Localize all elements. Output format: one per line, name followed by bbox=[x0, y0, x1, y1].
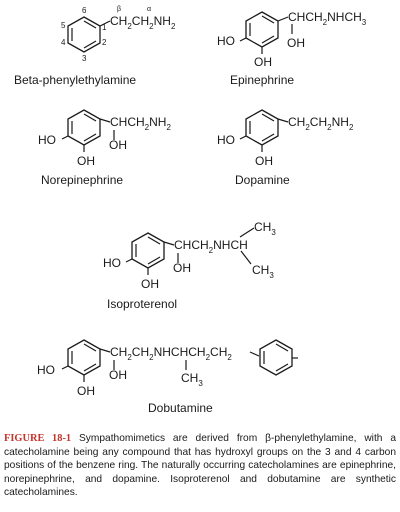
hydroxyl-3: OH bbox=[77, 154, 95, 168]
epinephrine-structure: CHCH2NHCH3 HO OH OH Epinephrine bbox=[217, 10, 367, 87]
norepinephrine-structure: CHCH2NH2 HO OH OH Norepinephrine bbox=[38, 109, 171, 187]
alpha-label: α bbox=[147, 6, 151, 13]
benzene-ring bbox=[67, 16, 101, 53]
hydroxyl-4: HO bbox=[37, 363, 55, 377]
hydroxyl-beta: OH bbox=[287, 36, 305, 50]
hydroxyl-3: OH bbox=[77, 384, 95, 398]
phenol-ring bbox=[259, 339, 293, 376]
methyl-bottom: CH3 bbox=[181, 371, 203, 388]
dopamine-structure: CH2CH2NH2 HO OH Dopamine bbox=[217, 109, 354, 187]
ring-position-1: 1 bbox=[102, 23, 107, 32]
structures-figure: 6 1 2 3 4 5 β α CH2CH2NH2 Beta-phenyleth… bbox=[14, 6, 367, 415]
figure-caption: FIGURE 18-1 Sympathomimetics are derived… bbox=[4, 432, 396, 500]
compound-name: Beta-phenylethylamine bbox=[14, 73, 136, 87]
benzene-ring bbox=[245, 11, 279, 48]
compound-name: Epinephrine bbox=[230, 73, 294, 87]
hydroxyl-beta: OH bbox=[109, 368, 127, 382]
ring-position-5: 5 bbox=[61, 21, 66, 30]
hydroxyl-4: HO bbox=[217, 34, 235, 48]
isoproterenol-structure: CHCH2NHCH CH3 CH3 HO OH OH Isoproterenol bbox=[103, 220, 276, 311]
side-chain: CHCH2NH2 bbox=[110, 115, 171, 132]
benzene-ring bbox=[131, 232, 165, 269]
methyl-bottom: CH3 bbox=[252, 263, 274, 280]
beta-phenylethylamine-structure: 6 1 2 3 4 5 β α CH2CH2NH2 Beta-phenyleth… bbox=[14, 6, 176, 87]
hydroxyl-4: HO bbox=[217, 133, 235, 147]
dobutamine-structure: CH2CH2NHCHCH2CH2 CH3 HO OH OH Dobutamine bbox=[37, 339, 298, 415]
hydroxyl-beta: OH bbox=[109, 138, 127, 152]
figure-number: FIGURE 18-1 bbox=[4, 433, 72, 444]
caption-text: Sympathomimetics are derived from β-phen… bbox=[4, 433, 396, 499]
compound-name: Isoproterenol bbox=[107, 297, 177, 311]
hydroxyl-3: OH bbox=[255, 154, 273, 168]
hydroxyl-3: OH bbox=[141, 277, 159, 291]
beta-label: β bbox=[117, 6, 121, 13]
hydroxyl-beta: OH bbox=[173, 261, 191, 275]
hydroxyl-4: HO bbox=[103, 256, 121, 270]
side-chain: CHCH2NHCH bbox=[174, 238, 248, 255]
benzene-ring bbox=[245, 109, 279, 146]
benzene-ring bbox=[67, 339, 101, 376]
side-chain: CH2CH2NH2 bbox=[288, 115, 354, 132]
ring-position-4: 4 bbox=[61, 38, 66, 47]
side-chain: CH2CH2NH2 bbox=[110, 14, 176, 31]
methyl-top: CH3 bbox=[254, 220, 276, 237]
side-chain: CHCH2NHCH3 bbox=[288, 10, 367, 27]
side-chain: CH2CH2NHCHCH2CH2 bbox=[110, 345, 232, 362]
ring-position-2: 2 bbox=[102, 38, 107, 47]
compound-name: Dopamine bbox=[235, 173, 290, 187]
compound-name: Norepinephrine bbox=[41, 173, 123, 187]
hydroxyl-4: HO bbox=[38, 133, 56, 147]
compound-name: Dobutamine bbox=[148, 401, 213, 415]
ring-position-6: 6 bbox=[82, 6, 87, 15]
hydroxyl-3: OH bbox=[254, 55, 272, 69]
benzene-ring bbox=[67, 109, 101, 146]
ring-position-3: 3 bbox=[82, 54, 87, 63]
